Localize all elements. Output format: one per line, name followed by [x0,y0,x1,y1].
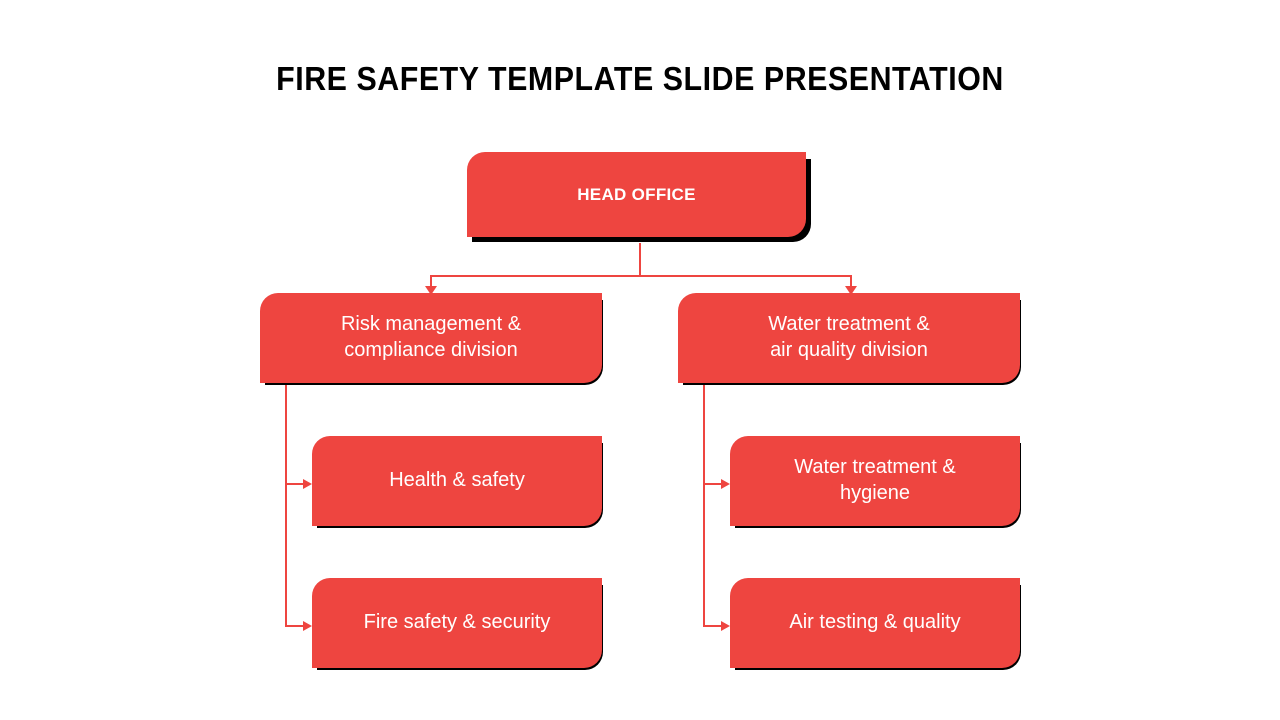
node-air-testing-quality-label: Air testing & quality [789,611,961,634]
arrowhead-to-fire-safety [303,621,312,631]
connector-head-office-stem [639,243,641,276]
node-water-treatment-hygiene-label: Water treatment & hygiene [794,456,956,504]
connector-to-water-division [850,275,852,288]
arrowhead-to-risk-division [425,286,437,295]
arrowhead-to-water-hygiene [721,479,730,489]
page-title: FIRE SAFETY TEMPLATE SLIDE PRESENTATION [276,60,1004,97]
connector-water-division-spine [703,385,705,626]
arrowhead-to-air-testing [721,621,730,631]
node-fire-safety-security[interactable]: Fire safety & security [312,578,602,668]
connector-to-health-safety [285,483,305,485]
connector-head-office-bus [430,275,851,277]
node-health-safety[interactable]: Health & safety [312,436,602,526]
node-head-office-label: HEAD OFFICE [577,184,696,204]
connector-to-water-hygiene [703,483,723,485]
node-health-safety-label: Health & safety [389,469,525,492]
arrowhead-to-water-division [845,286,857,295]
connector-to-risk-division [430,275,432,288]
connector-risk-division-spine [285,385,287,626]
node-risk-management-division[interactable]: Risk management & compliance division [260,293,602,383]
node-air-testing-quality[interactable]: Air testing & quality [730,578,1020,668]
arrowhead-to-health-safety [303,479,312,489]
connector-to-fire-safety [285,625,305,627]
node-fire-safety-security-label: Fire safety & security [363,611,551,634]
connector-to-air-testing [703,625,723,627]
node-risk-management-division-label: Risk management & compliance division [340,313,522,361]
node-water-air-division-label: Water treatment & air quality division [768,313,930,361]
node-head-office[interactable]: HEAD OFFICE [467,152,806,237]
node-water-air-division[interactable]: Water treatment & air quality division [678,293,1020,383]
node-water-treatment-hygiene[interactable]: Water treatment & hygiene [730,436,1020,526]
